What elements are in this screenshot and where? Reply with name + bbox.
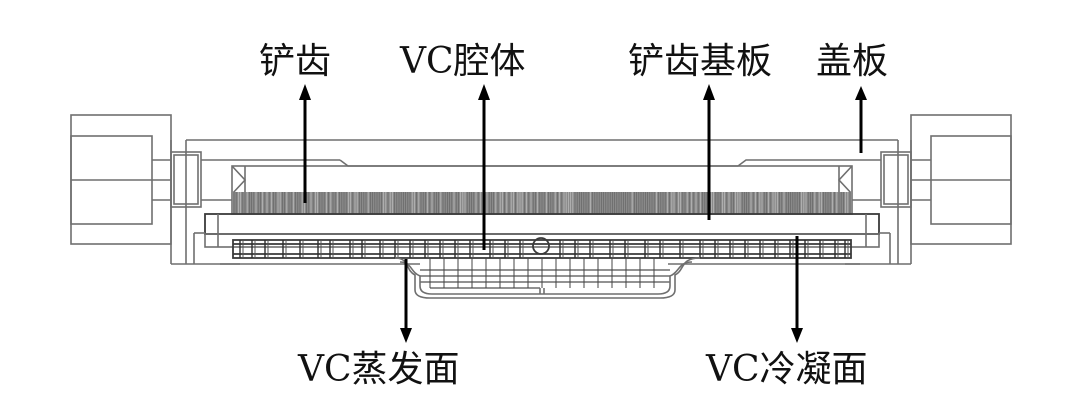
vc-cavity	[220, 237, 860, 265]
left-mount-block	[70, 114, 240, 265]
skived-fins	[232, 192, 852, 214]
arrow-vc-condensation-surface	[791, 236, 803, 343]
label-fin-base-plate: 铲齿基板	[628, 41, 773, 82]
label-vc-evaporation-surface: VC蒸发面	[298, 349, 460, 390]
label-vc-cavity: VC腔体	[400, 41, 526, 82]
arrow-skived-fins	[299, 84, 311, 203]
arrow-fin-base-plate	[703, 84, 715, 220]
label-skived-fins: 铲齿	[259, 41, 332, 82]
fin-lines	[233, 192, 851, 214]
evaporator-boss	[394, 257, 701, 299]
label-cover-plate: 盖板	[816, 41, 889, 82]
fin-base-plate	[193, 213, 891, 264]
arrow-vc-evaporation-surface	[400, 259, 412, 343]
cavity-support-posts	[239, 240, 849, 258]
right-mount-block	[845, 114, 1012, 265]
arrow-cover-plate	[855, 86, 867, 153]
boss-hatch-lines	[429, 258, 655, 288]
label-vc-condensation-surface: VC冷凝面	[706, 349, 868, 390]
cover-plate	[186, 139, 898, 201]
arrow-vc-cavity	[478, 84, 490, 250]
